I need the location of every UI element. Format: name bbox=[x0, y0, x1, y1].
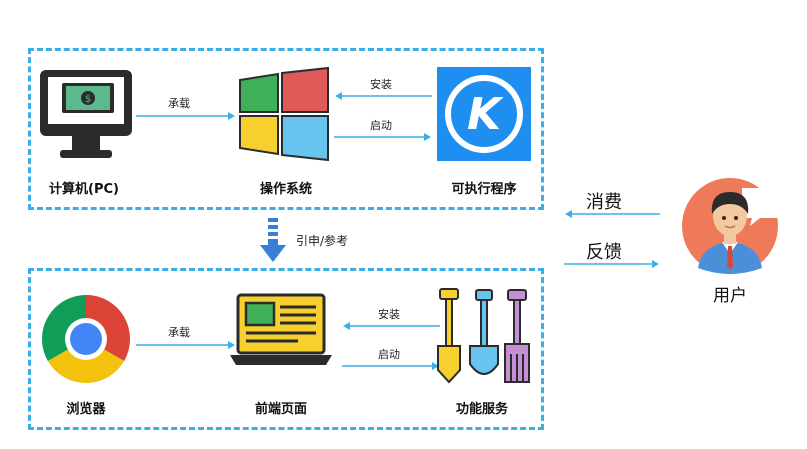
user-label: 用户 bbox=[713, 286, 747, 306]
computer-monitor-icon: $ bbox=[40, 70, 132, 158]
svg-text:$: $ bbox=[85, 94, 91, 105]
carry-label-top: 承载 bbox=[168, 97, 190, 110]
feedback-arrow bbox=[564, 260, 659, 268]
carry-label-bottom: 承载 bbox=[168, 326, 190, 339]
feedback-label: 反馈 bbox=[586, 242, 622, 263]
computer-label: 计算机(PC) bbox=[49, 182, 119, 197]
carry-arrow-top bbox=[136, 112, 235, 120]
down-arrow-icon bbox=[260, 218, 286, 262]
launch-label-top: 启动 bbox=[370, 119, 392, 132]
laptop-page-icon bbox=[230, 293, 332, 365]
kugou-k-app-icon: K bbox=[437, 67, 531, 161]
k-letter: K bbox=[467, 89, 504, 140]
launch-arrow-top bbox=[334, 133, 431, 141]
launch-arrow-bottom bbox=[342, 362, 439, 370]
tools-icon bbox=[437, 288, 530, 384]
install-arrow-bottom bbox=[343, 322, 440, 330]
windows-logo-icon bbox=[239, 66, 329, 162]
carry-arrow-bottom bbox=[136, 341, 235, 349]
browser-label: 浏览器 bbox=[66, 402, 106, 417]
user-avatar-icon bbox=[682, 178, 784, 274]
services-label: 功能服务 bbox=[455, 402, 508, 417]
reference-label: 引申/参考 bbox=[296, 234, 349, 248]
launch-label-bottom: 启动 bbox=[378, 348, 400, 361]
executable-label: 可执行程序 bbox=[451, 182, 517, 197]
install-label-bottom: 安装 bbox=[378, 308, 400, 321]
pc-group-panel bbox=[28, 48, 544, 210]
web-group-panel bbox=[28, 268, 544, 430]
frontend-label: 前端页面 bbox=[254, 402, 307, 417]
install-arrow-top bbox=[335, 92, 432, 100]
chrome-icon bbox=[42, 295, 130, 383]
install-label-top: 安装 bbox=[370, 78, 392, 91]
consume-arrow bbox=[565, 210, 660, 218]
consume-label: 消费 bbox=[586, 192, 622, 213]
os-label: 操作系统 bbox=[259, 182, 312, 197]
